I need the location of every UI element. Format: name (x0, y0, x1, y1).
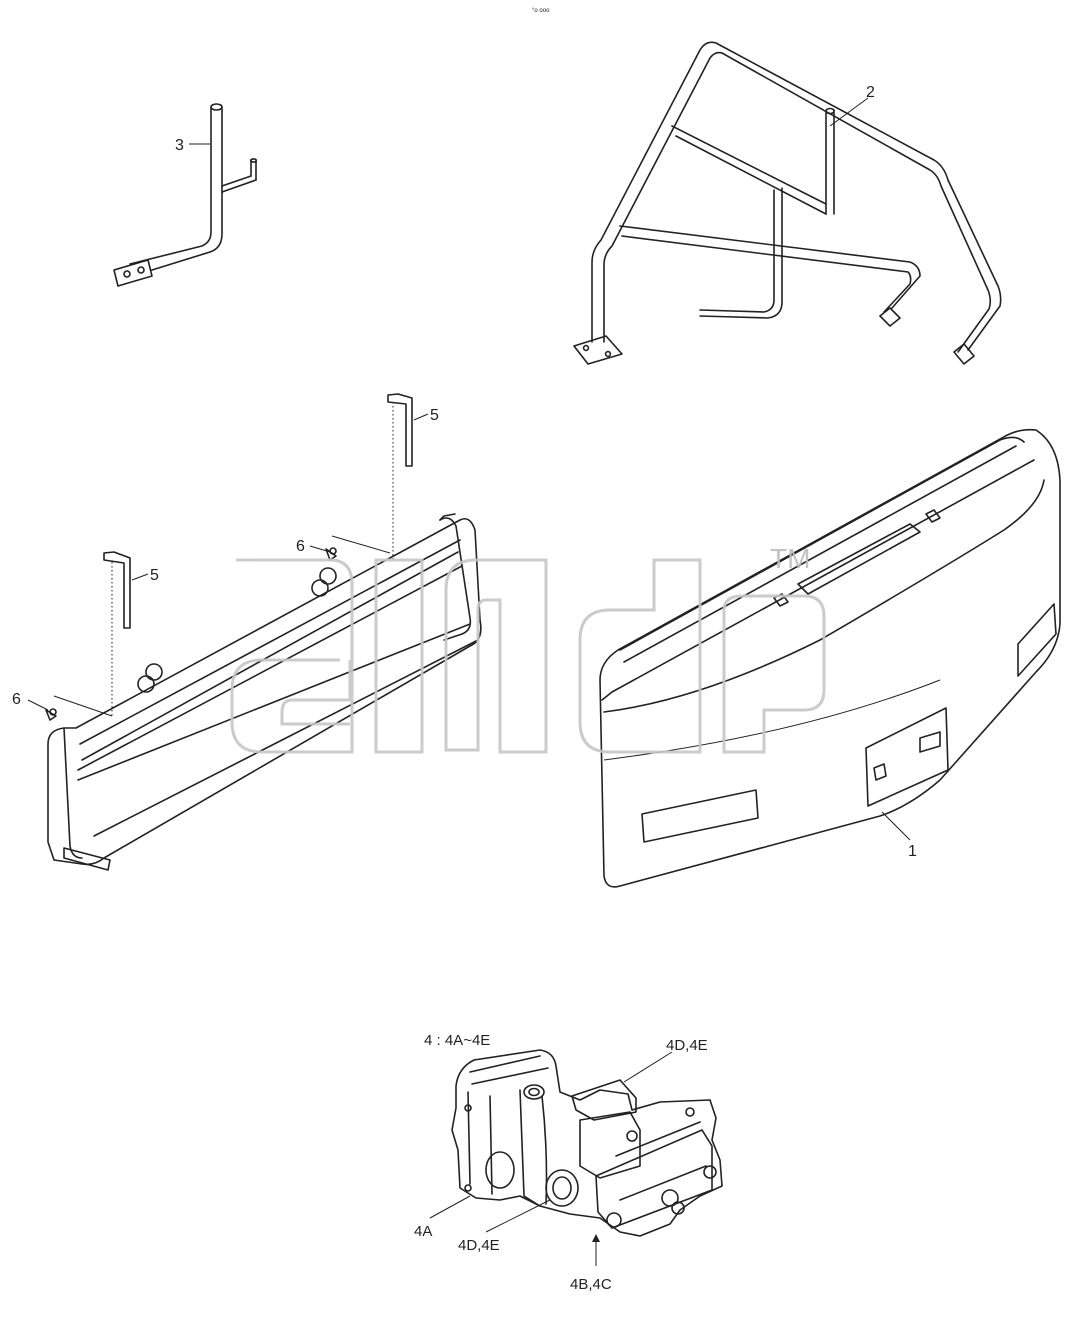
part-2-guard-frame (573, 41, 1002, 365)
callout-6-left: 6 (12, 691, 21, 708)
watermark-logo: TM (230, 543, 826, 754)
part-5-bracket-right (387, 393, 413, 467)
callout-3: 3 (175, 137, 184, 154)
part-5-bracket-left (103, 551, 131, 629)
callout-4a: 4A (414, 1223, 432, 1240)
callout-4d-4e-top: 4D,4E (666, 1037, 708, 1054)
callout-4b-4c: 4B,4C (570, 1276, 612, 1293)
callout-5-right: 5 (430, 407, 439, 424)
part-6-clip-right (325, 547, 337, 561)
callout-4d-4e-bottom: 4D,4E (458, 1237, 500, 1254)
callout-4-group: 4 : 4A~4E (424, 1032, 490, 1049)
part-4-pump-assembly (451, 1049, 723, 1237)
callout-2: 2 (866, 84, 875, 101)
callout-5-left: 5 (150, 567, 159, 584)
callout-6-right: 6 (296, 538, 305, 555)
bucket-blade (47, 513, 482, 871)
part-3-bent-rod (113, 103, 258, 287)
part-6-clip-left (45, 708, 57, 721)
part-1-counterweight (599, 428, 1061, 888)
corner-mark: °o ooo (532, 8, 550, 14)
callout-1: 1 (908, 843, 917, 860)
watermark-trademark: TM (770, 543, 810, 574)
